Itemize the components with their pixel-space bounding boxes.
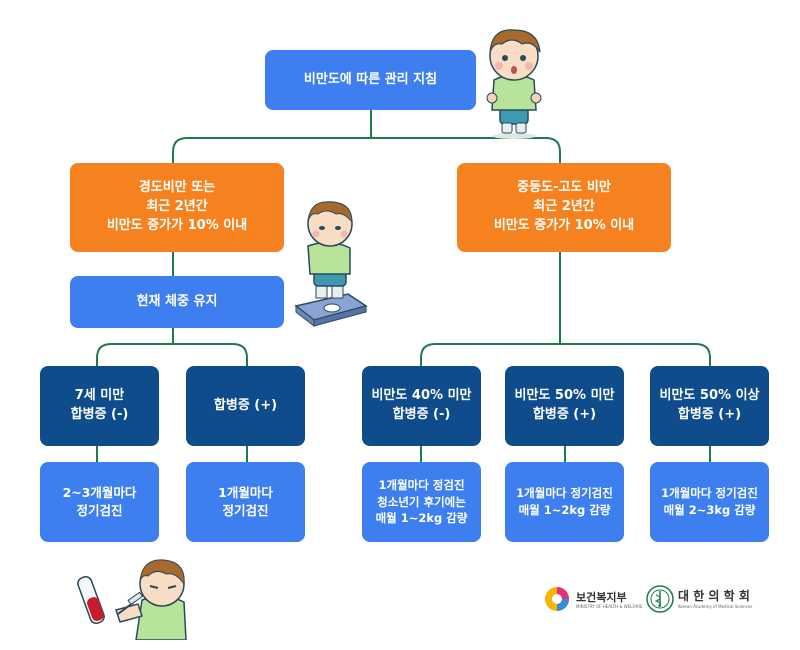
complication-plus-node: 합병증 (+) xyxy=(186,366,305,446)
over50-node: 비만도 50% 이상 합병증 (+) xyxy=(650,366,769,446)
comp-plus-line-1: 합병증 (+) xyxy=(213,397,278,413)
over50-line-2: 합병증 (+) xyxy=(677,407,742,422)
mohw-sub: MINISTRY OF HEALTH & WELFARE xyxy=(576,604,643,609)
kams-logo-icon xyxy=(646,585,674,613)
root-node: 비만도에 따른 관리 지침 xyxy=(265,50,476,110)
under40-result-node: 1개월마다 정검진 청소년기 후기에는 매월 1~2kg 감량 xyxy=(362,462,481,542)
r-over50-line-1: 1개월마다 정기검진 xyxy=(661,486,758,501)
mild-obesity-node: 경도비만 또는 최근 2년간 비만도 증가가 10% 이내 xyxy=(70,163,284,252)
moderate-line-3: 비만도 증가가 10% 이내 xyxy=(493,217,635,233)
mild-line-1: 경도비만 또는 xyxy=(138,180,216,196)
under50-line-1: 비만도 50% 미만 xyxy=(514,388,615,404)
moderate-obesity-node: 중등도-고도 비만 최근 2년간 비만도 증가가 10% 이내 xyxy=(457,163,671,252)
r-under50-line-1: 1개월마다 정기검진 xyxy=(516,486,613,501)
under50-node: 비만도 50% 미만 합병증 (+) xyxy=(505,366,624,446)
mohw-name: 보건복지부 xyxy=(576,591,627,604)
under7-node: 7세 미만 합병증 (-) xyxy=(40,366,159,446)
under7-line-2: 합병증 (-) xyxy=(70,407,129,422)
maintain-label: 현재 체중 유지 xyxy=(136,293,218,309)
root-label: 비만도에 따른 관리 지침 xyxy=(303,71,438,87)
mohw-logo-icon xyxy=(545,587,569,611)
moderate-line-1: 중등도-고도 비만 xyxy=(517,180,611,196)
mild-line-2: 최근 2년간 xyxy=(146,199,208,215)
under40-line-1: 비만도 40% 미만 xyxy=(371,388,472,404)
r-comp-plus-line-1: 1개월마다 xyxy=(218,484,273,500)
r-under50-line-2: 매월 1~2kg 감량 xyxy=(518,503,611,517)
kams-name: 대 한 의 학 회 xyxy=(678,589,750,603)
under40-node: 비만도 40% 미만 합병증 (-) xyxy=(362,366,481,446)
mild-line-3: 비만도 증가가 10% 이내 xyxy=(106,217,248,233)
kams-sub: Korean Academy of Medical Sciences xyxy=(678,604,753,609)
boy-blood-test-illustration xyxy=(77,559,187,640)
r-under40-line-3: 매월 1~2kg 감량 xyxy=(375,511,468,526)
boy-standing-illustration xyxy=(486,29,542,139)
under50-line-2: 합병증 (+) xyxy=(532,407,597,422)
r-under40-line-2: 청소년기 후기에는 xyxy=(377,494,466,509)
r-under40-line-1: 1개월마다 정검진 xyxy=(378,477,465,492)
over50-result-node: 1개월마다 정기검진 매월 2~3kg 감량 xyxy=(650,462,769,542)
moderate-line-2: 최근 2년간 xyxy=(533,199,595,215)
boy-on-scale-illustration xyxy=(294,201,368,328)
r-comp-plus-line-2: 정기검진 xyxy=(222,503,269,518)
maintain-weight-node: 현재 체중 유지 xyxy=(70,276,284,328)
under40-line-2: 합병증 (-) xyxy=(392,407,451,422)
under7-line-1: 7세 미만 xyxy=(74,388,125,404)
under50-result-node: 1개월마다 정기검진 매월 1~2kg 감량 xyxy=(505,462,624,542)
r-over50-line-2: 매월 2~3kg 감량 xyxy=(663,503,756,517)
over50-line-1: 비만도 50% 이상 xyxy=(659,388,760,404)
r-under7-line-1: 2~3개월마다 xyxy=(62,484,137,500)
comp-plus-result-node: 1개월마다 정기검진 xyxy=(186,462,305,542)
under7-result-node: 2~3개월마다 정기검진 xyxy=(40,462,159,542)
r-under7-line-2: 정기검진 xyxy=(76,503,123,518)
